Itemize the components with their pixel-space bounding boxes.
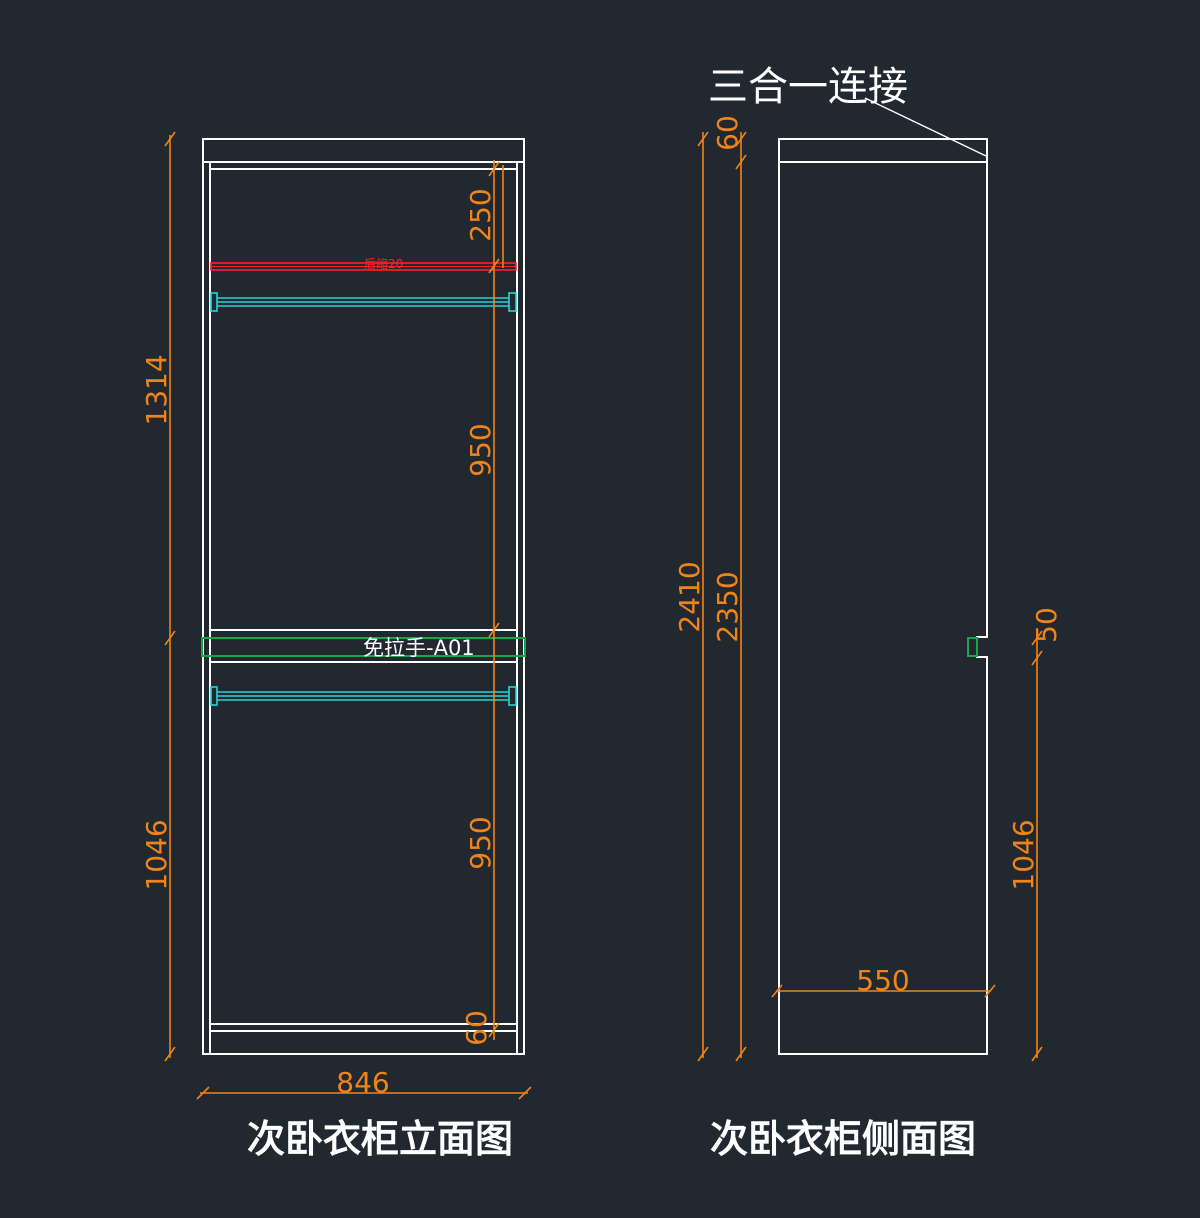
- lower-hanging-rail: [210, 686, 517, 706]
- side-body-dimension: [735, 131, 747, 1062]
- dim-depth: 550: [856, 964, 909, 997]
- side-depth-dimension: [771, 984, 996, 998]
- dim-handle-slot: 50: [1030, 607, 1063, 643]
- side-handle-slot: [967, 637, 978, 657]
- connector-leader: [864, 97, 987, 157]
- dim-base: 60: [460, 1010, 493, 1046]
- cabinet-outline: [202, 138, 525, 1055]
- dim-width: 846: [336, 1066, 389, 1099]
- upper-hanging-rail: [210, 292, 517, 312]
- side-right-dimension: [1031, 628, 1043, 1062]
- dim-lower-hang: 950: [464, 816, 497, 869]
- side-title: 次卧衣柜侧面图: [710, 1116, 976, 1161]
- connector-note: 三合一连接: [708, 64, 908, 110]
- dim-upper-hang: 950: [464, 423, 497, 476]
- dim-top: 60: [711, 115, 744, 151]
- elevation-view: 后缩20 免拉手-A01 1314 1046: [140, 131, 532, 1161]
- dim-body: 2350: [711, 571, 744, 642]
- elevation-inner-dimension: [488, 160, 504, 1040]
- dim-top-gap: 250: [464, 188, 497, 241]
- elevation-width-dimension: [196, 1086, 532, 1100]
- elevation-title: 次卧衣柜立面图: [247, 1116, 513, 1161]
- side-view: 三合一连接 2410 60 2350 50 1046: [673, 64, 1063, 1161]
- dim-total: 2410: [673, 561, 706, 632]
- handle-label: 免拉手-A01: [363, 636, 475, 660]
- handle-strip: [201, 637, 526, 657]
- elevation-left-dimension: [164, 131, 176, 1062]
- side-outline: [778, 138, 988, 1055]
- dim-upper-height: 1314: [140, 354, 173, 425]
- dim-lower-height: 1046: [140, 819, 173, 890]
- rail-note: 后缩20: [364, 256, 403, 271]
- side-total-dimension: [697, 131, 709, 1062]
- dim-side-lower-height: 1046: [1007, 819, 1040, 890]
